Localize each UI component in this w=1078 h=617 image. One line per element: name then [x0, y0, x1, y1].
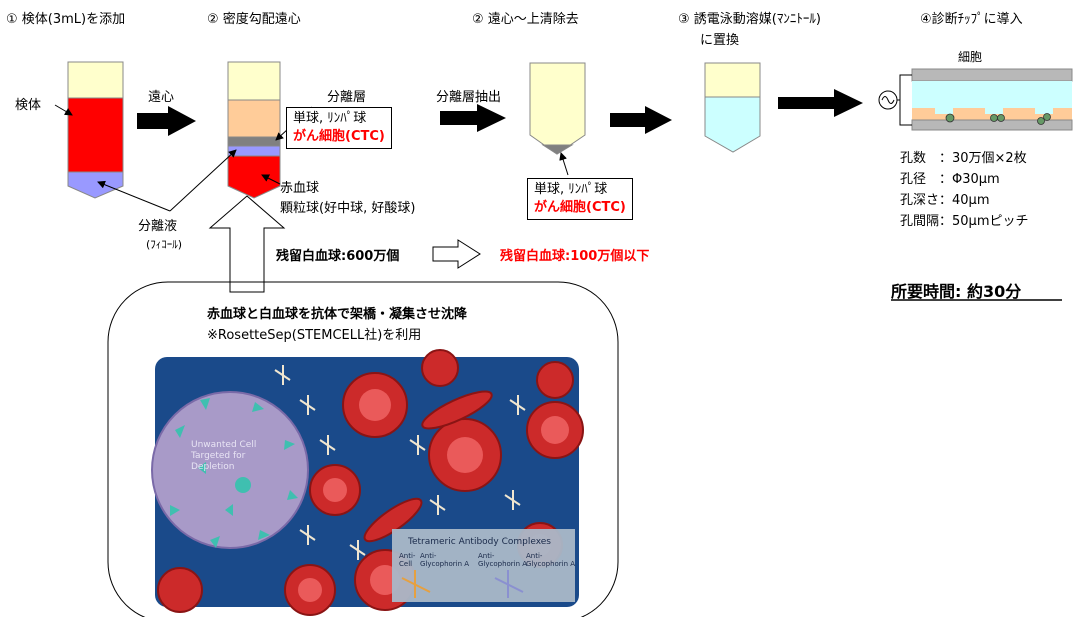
centrifuge-label: 遠心 [148, 90, 175, 105]
tube-1 [67, 61, 124, 199]
step-5-heading: ④診断ﾁｯﾌﾟに導入 [920, 12, 1023, 27]
specimen-label: 検体 [15, 98, 42, 113]
box2-line1: 単球, ﾘﾝﾊﾟ球 [534, 182, 608, 197]
rosette-title: 赤血球と白血球を抗体で架橋・凝集させ沈降 [207, 307, 468, 322]
box1-line1: 単球, ﾘﾝﾊﾟ球 [293, 111, 367, 126]
spec-depth: 孔深さ：40μm [900, 193, 990, 208]
step-2-heading: ② 密度勾配遠心 [207, 12, 301, 27]
tube-3 [529, 62, 586, 155]
spec-diameter: 孔径 ：Φ30μm [900, 172, 1000, 187]
box2-line2: がん細胞(CTC) [534, 200, 626, 215]
arrow-4 [778, 89, 863, 117]
tube-2 [227, 61, 281, 199]
legend-1b: Anti- Glycophorin A [420, 552, 470, 568]
legend-1a: Anti- Cell [399, 552, 416, 568]
dep-chip [878, 68, 1073, 131]
separation-extract-label: 分離層抽出 [436, 90, 502, 105]
rosette-callout [107, 281, 619, 617]
extracted-layer-box: 単球, ﾘﾝﾊﾟ球 がん細胞(CTC) [527, 178, 633, 220]
rosette-note: ※RosetteSep(STEMCELL社)を利用 [207, 328, 422, 343]
step-1-heading: ① 検体(3mL)を添加 [6, 12, 126, 27]
step-4-heading: ③ 誘電泳動溶媒(ﾏﾝﾆﾄｰﾙ) [678, 12, 821, 27]
unwanted-cell-label: Unwanted Cell Targeted for Depletion [191, 440, 257, 472]
hollow-arrow-right [432, 239, 481, 269]
separation-fluid-label: 分離液 [138, 219, 178, 234]
rosettesep-image [151, 349, 584, 616]
granulocyte-label: 顆粒球(好中球, 好酸球) [280, 201, 416, 216]
complex-title: Tetrameric Antibody Complexes [408, 537, 551, 547]
separation-layer-box: 単球, ﾘﾝﾊﾟ球 がん細胞(CTC) [286, 107, 392, 149]
step-3-heading: ② 遠心～上清除去 [472, 12, 579, 27]
box1-line2: がん細胞(CTC) [293, 129, 385, 144]
arrow-1 [137, 106, 196, 136]
tube-4 [704, 62, 761, 153]
step-4-heading-cont: に置換 [700, 33, 740, 48]
separation-layer-label: 分離層 [327, 90, 367, 105]
required-time: 所要時間: 約30分 [891, 282, 1022, 301]
legend-2b: Anti- Glycophorin A [526, 552, 576, 568]
hollow-arrow-up [208, 195, 286, 293]
spec-count: 孔数 ：30万個×2枚 [900, 151, 1027, 166]
residual-wbc-after: 残留白血球:100万個以下 [500, 249, 650, 264]
legend-2a: Anti- Glycophorin A [478, 552, 528, 568]
spec-pitch: 孔間隔：50μmピッチ [900, 214, 1029, 229]
cell-label: 細胞 [958, 50, 983, 64]
residual-wbc-before: 残留白血球:600万個 [276, 249, 400, 264]
ficoll-label: (ﾌｨｺｰﾙ) [146, 238, 183, 251]
arrow-3 [610, 106, 672, 134]
arrow-2 [440, 104, 506, 132]
rbc-label: 赤血球 [280, 181, 320, 196]
